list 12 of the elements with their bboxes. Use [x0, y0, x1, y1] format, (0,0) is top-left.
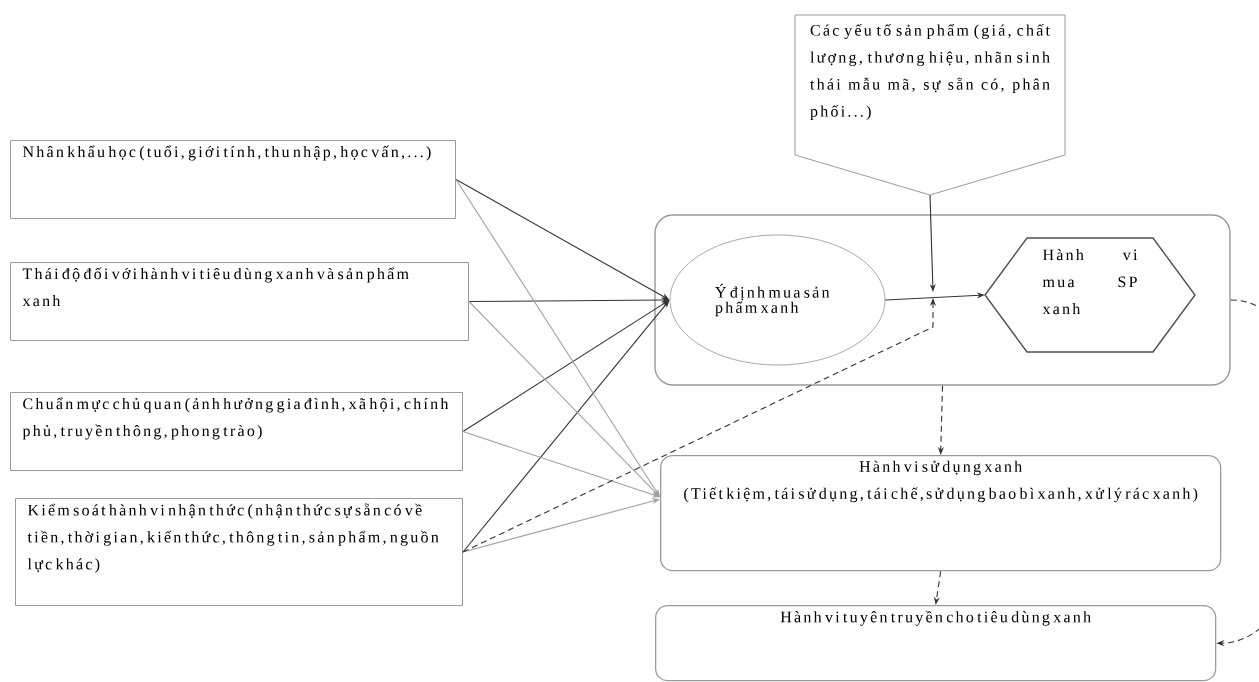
arrow	[462, 498, 660, 553]
group-box	[654, 214, 1231, 386]
behavior-hexagon: Hành vi mua SP xanh	[984, 237, 1196, 353]
factor-box: Nhân khẩu học (tuổi, giới tính, thu nhập, học vấn,...)	[10, 140, 456, 219]
arrow	[462, 300, 670, 553]
factor-box: Thái độ đối với hành vi tiêu dùng xanh và sản phẩm xanh	[10, 262, 469, 341]
behavior-box: Hành vi tuyên truyền cho tiêu dùng xanh	[655, 605, 1217, 682]
pentagon-box: Các yếu tố sản phẩm (giá, chất lượng, thương hiệu, nhãn sinh thái mẫu mã, sự sẵn có, phân phối...)	[794, 14, 1066, 196]
behavior-box: Hành vi sử dụng xanh (Tiết kiệm, tái sử dụng, tái chế,sử dụng bao bì xanh, xử lý rác xanh)	[660, 455, 1222, 572]
factor-box: Chuẩn mực chủ quan (ảnh hưởng gia đình, xã hội, chính phủ, truyền thông, phong trào)	[10, 392, 463, 471]
arrow	[462, 430, 660, 498]
factor-box: Kiểm soát hành vi nhận thức (nhận thức sự sẵn có về tiền, thời gian, kiến thức, thông tin, sản phẩm, nguồn lực khác)	[15, 498, 463, 606]
